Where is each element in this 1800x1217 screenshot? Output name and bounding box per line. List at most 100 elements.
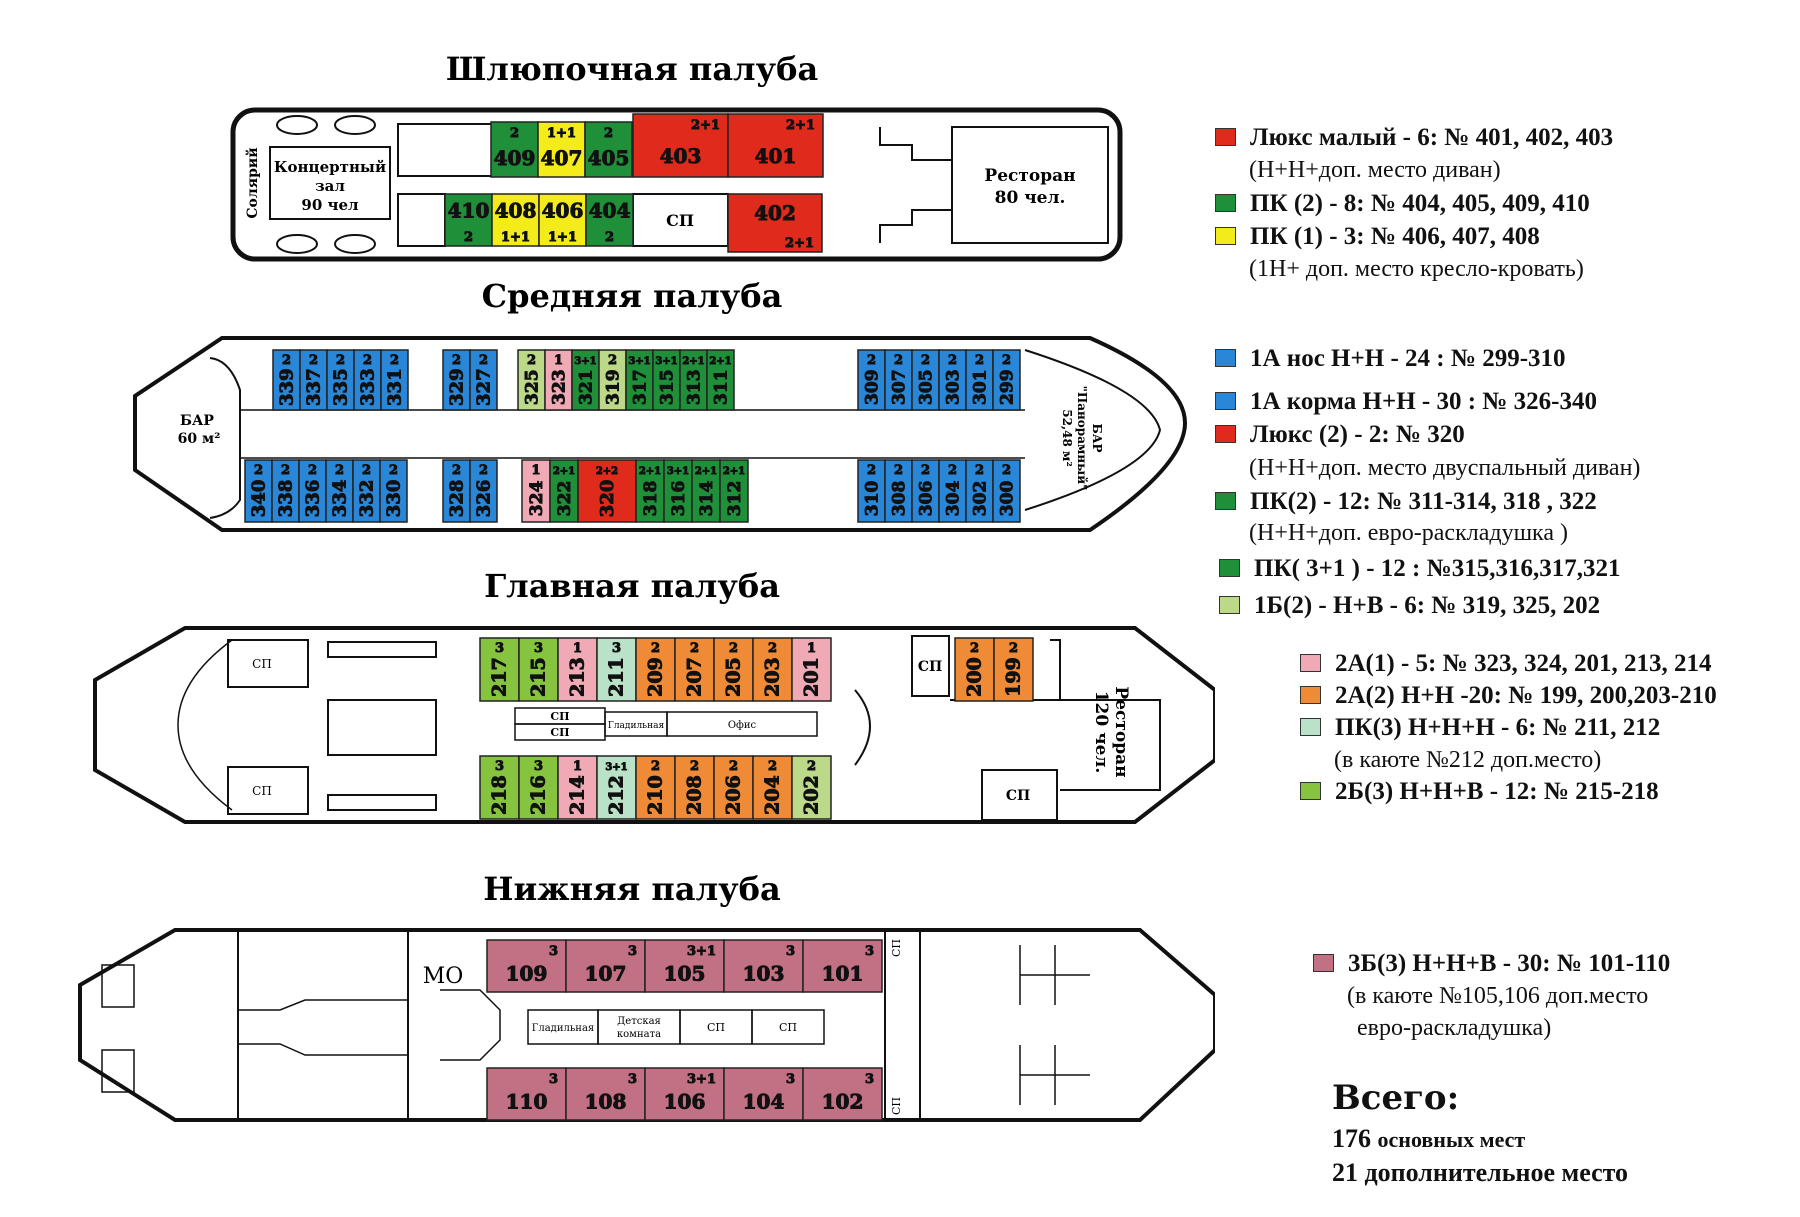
cabin-number: 315	[658, 369, 678, 405]
cabin-number: 310	[863, 481, 883, 517]
sp-room	[227, 766, 309, 815]
legend-note: (в каюте №212 доп.место)	[1334, 747, 1602, 773]
cabin-box	[353, 349, 382, 411]
legend-item-pk1: ПК (1) - 3: № 406, 407, 408	[1215, 223, 1540, 251]
cabin-box	[644, 1067, 725, 1121]
hull-room	[101, 1049, 135, 1093]
cabin-box	[674, 755, 715, 820]
cabin-number: 337	[304, 368, 325, 406]
cabin-box	[938, 349, 967, 411]
cabin-stub	[327, 699, 437, 756]
porthole	[276, 115, 318, 135]
cabin-capacity: 2	[362, 463, 371, 478]
cabin-capacity: 2	[389, 463, 398, 478]
sp-label: СП	[666, 211, 694, 230]
bow-arc	[854, 689, 871, 766]
legend-note: (в каюте №105,106 доп.место	[1347, 983, 1649, 1009]
